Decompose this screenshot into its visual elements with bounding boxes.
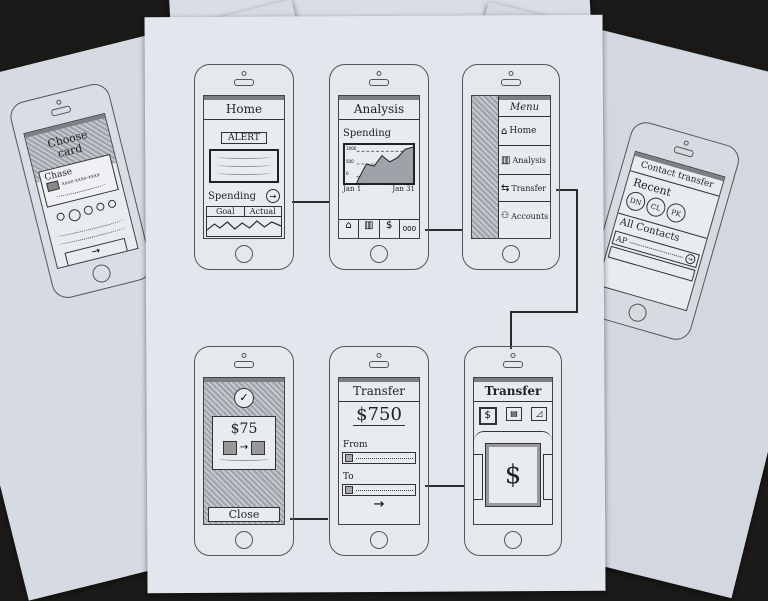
confirmation-card: $75 →: [212, 415, 276, 470]
method-tabs: $ ▤ ◿: [474, 407, 552, 425]
dollar-icon[interactable]: $: [478, 407, 497, 425]
transfer-title: Transfer: [474, 382, 552, 402]
flow-connector: [510, 311, 578, 313]
contact-avatar[interactable]: PK: [664, 201, 688, 225]
from-account-icon: [222, 440, 237, 455]
home-icon[interactable]: ⌂: [339, 220, 360, 238]
y-tick: 500: [346, 159, 354, 164]
carousel-card[interactable]: $: [485, 443, 541, 507]
alert-message-box: [209, 149, 279, 183]
flow-connector: [425, 485, 465, 487]
transfer-arrows-icon: ⇆: [501, 182, 510, 194]
dollar-icon[interactable]: $: [380, 220, 400, 238]
close-button[interactable]: Close: [208, 507, 280, 522]
next-arrow-button[interactable]: →: [373, 497, 385, 512]
dollar-symbol: $: [504, 460, 522, 490]
tab-bar: ⌂ ▥ $ 000: [339, 219, 419, 238]
contact-avatar[interactable]: DN: [623, 189, 648, 214]
phone-confirmation: ✓ $75 → Close: [194, 346, 294, 556]
phone-analysis: Analysis Spending 1000 500 0 Jan 1 Jan 3…: [329, 64, 429, 270]
analysis-title: Analysis: [339, 100, 419, 120]
home-title: Home: [204, 100, 284, 120]
transfer-amount[interactable]: $750: [353, 404, 405, 426]
tab-actual[interactable]: Actual: [249, 207, 276, 216]
flow-connector: [290, 518, 328, 520]
arrow-right-circle-icon[interactable]: →: [266, 189, 280, 203]
contact-icon[interactable]: ◿: [531, 407, 548, 421]
spending-label: Spending: [343, 128, 392, 139]
spending-widget: Goal Actual: [206, 206, 282, 237]
arrow-right-icon: →: [239, 442, 249, 453]
y-tick: 0: [346, 171, 349, 176]
to-account-field[interactable]: [342, 484, 416, 496]
card-chip-icon: [46, 180, 60, 192]
next-button[interactable]: →: [64, 237, 129, 267]
menu-title: Menu: [499, 100, 550, 117]
accounts-icon: ⚇: [501, 211, 510, 221]
bar-chart-icon[interactable]: ▥: [359, 220, 380, 238]
x-end-label: Jan 31: [392, 185, 415, 193]
x-start-label: Jan 1: [343, 185, 362, 193]
phone-transfer-amount: Transfer $750 From To →: [329, 346, 429, 556]
flow-connector: [425, 229, 463, 231]
menu-item-accounts[interactable]: ⚇ Accounts: [501, 211, 549, 221]
arrow-right-circle-icon[interactable]: →: [684, 253, 697, 266]
contact-avatar[interactable]: CL: [644, 195, 668, 219]
phone-home: Home ALERT Spending → Goal Actual: [194, 64, 294, 270]
choose-card-title: Choose card: [46, 127, 89, 161]
transfer-title: Transfer: [339, 382, 419, 402]
phone-menu: Menu ⌂ Home ▥ Analysis ⇆ Transfer ⚇ Acco…: [462, 64, 560, 270]
menu-item-analysis[interactable]: ▥ Analysis: [499, 146, 550, 175]
menu-overlay-area[interactable]: [472, 96, 499, 238]
method-carousel[interactable]: $: [474, 431, 552, 522]
spending-chart: 1000 500 0: [343, 143, 415, 185]
phone-transfer-method: Transfer $ ▤ ◿ $: [464, 346, 562, 556]
flow-connector: [292, 201, 330, 203]
to-account-icon: [251, 440, 266, 455]
to-label: To: [343, 472, 354, 482]
check-circle-icon: ✓: [234, 387, 254, 408]
spending-sparkline: [206, 220, 282, 231]
flow-connector: [576, 189, 578, 313]
card-icon[interactable]: ▤: [505, 407, 522, 421]
flow-connector: [556, 189, 578, 191]
menu-item-transfer[interactable]: ⇆ Transfer: [499, 175, 550, 202]
confirmation-amount: $75: [230, 420, 258, 437]
more-icon[interactable]: 000: [402, 225, 417, 233]
spending-label: Spending: [208, 190, 257, 202]
alert-button[interactable]: ALERT: [221, 132, 267, 144]
from-label: From: [343, 440, 368, 450]
menu-item-home[interactable]: ⌂ Home: [499, 117, 550, 146]
flow-connector: [510, 311, 512, 349]
home-icon: ⌂: [501, 125, 508, 137]
from-account-field[interactable]: [342, 452, 416, 464]
tab-goal[interactable]: Goal: [207, 207, 245, 216]
y-tick: 1000: [346, 146, 357, 151]
bar-chart-icon: ▥: [501, 154, 511, 166]
